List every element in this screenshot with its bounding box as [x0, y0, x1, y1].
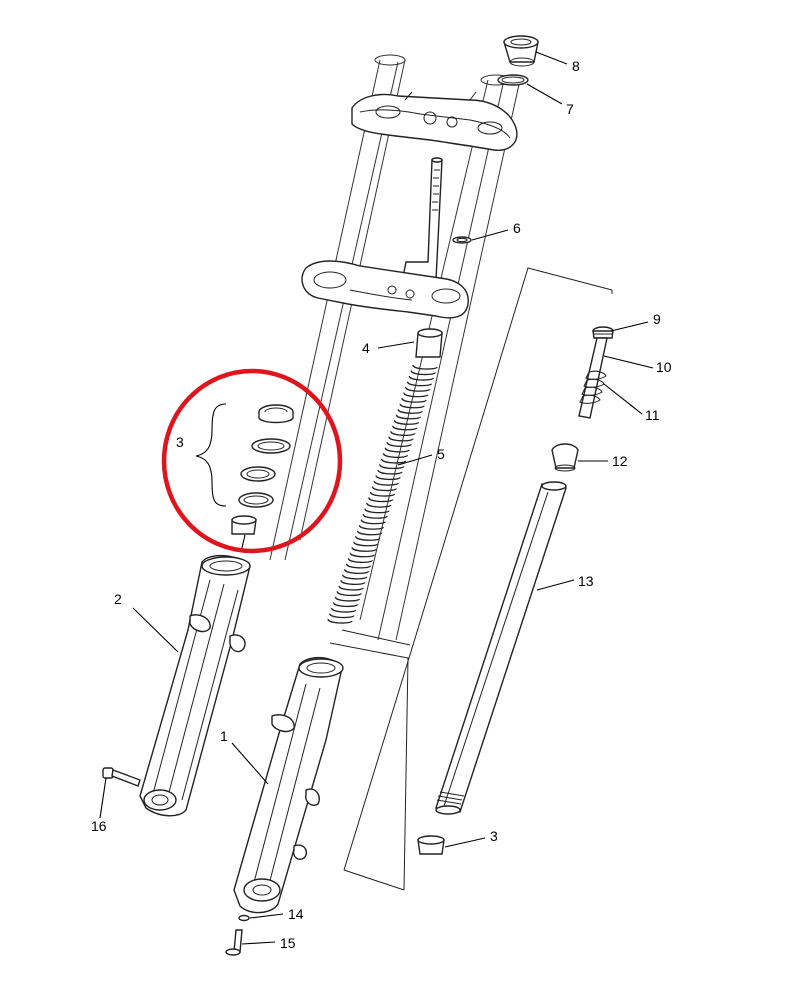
callout-3-cup: 3: [490, 828, 498, 844]
part-12-cone: [551, 443, 579, 472]
part-14-grub-screw: [238, 914, 250, 922]
part-9-10-11-damper-rod: [578, 326, 614, 419]
callout-6: 6: [513, 220, 521, 236]
callout-10: 10: [656, 359, 672, 375]
callout-16: 16: [91, 818, 107, 834]
internals-bracket: [329, 267, 613, 891]
callout-15: 15: [280, 935, 296, 951]
callout-9: 9: [653, 311, 661, 327]
steering-stem: [401, 157, 443, 283]
part-4-spacer: [415, 328, 443, 358]
callout-14: 14: [288, 906, 304, 922]
upper-triple-clamp: [351, 91, 518, 151]
highlight-circle: [161, 368, 343, 554]
callout-1: 1: [220, 728, 228, 744]
part-2-left-lower-leg: [139, 555, 251, 817]
part-7-o-ring: [497, 74, 529, 86]
lower-triple-clamp: [301, 260, 469, 319]
part-3-seal-kit: [231, 404, 294, 535]
leader-lines: [99, 51, 654, 945]
callout-2: 2: [114, 591, 122, 607]
part-5-fork-spring: [327, 364, 438, 624]
callout-3-seal-kit: 3: [176, 434, 184, 450]
part-3-cup: [417, 835, 445, 855]
part-6-washer: [452, 236, 472, 244]
part-13-fork-tube: [435, 481, 567, 815]
part-8-top-cap: [503, 35, 539, 67]
callout-4: 4: [362, 340, 370, 356]
callout-13: 13: [578, 573, 594, 589]
callout-12: 12: [612, 453, 628, 469]
callout-5: 5: [437, 446, 445, 462]
callout-7: 7: [566, 101, 574, 117]
callout-labels: 8 7 6 4 5 9 10 11 12 13 3 3 2 1 16 14 15: [91, 58, 672, 951]
part-16-bolt: [102, 767, 141, 787]
callout-8: 8: [572, 58, 580, 74]
seal-kit-bracket: [195, 403, 227, 507]
spring-coils: [327, 364, 438, 624]
part-1-right-lower-leg: [233, 657, 344, 914]
callout-11: 11: [645, 407, 660, 423]
part-15-bolt: [225, 929, 243, 956]
